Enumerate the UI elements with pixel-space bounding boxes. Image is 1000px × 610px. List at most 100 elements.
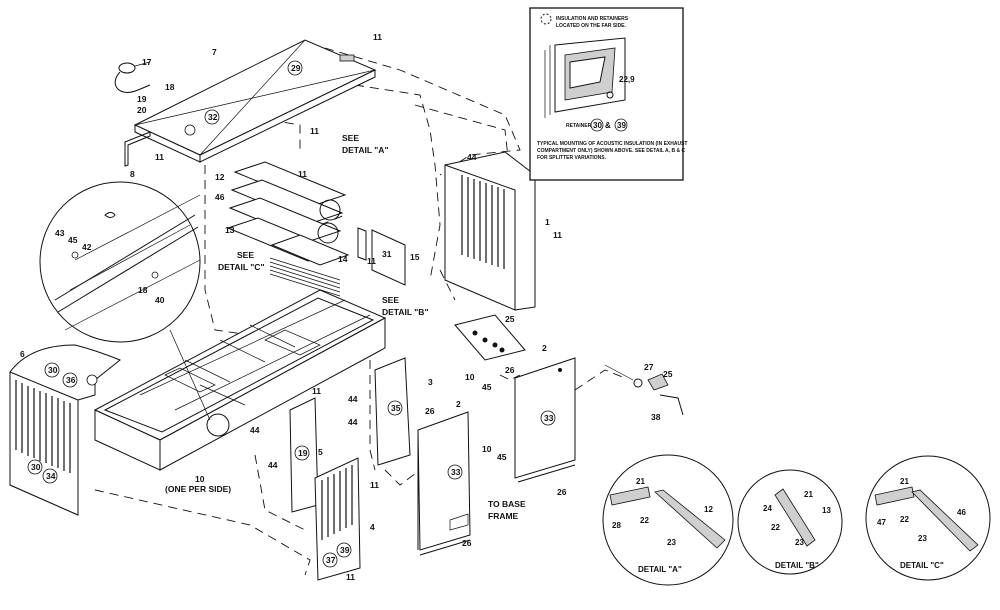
callout-label: 19 (137, 94, 147, 104)
callout-label: 12 (215, 172, 225, 182)
housing-part-6: 30 36 30 34 (9, 344, 121, 516)
callout-label: 11 (155, 152, 164, 162)
callout-label: 22 (640, 516, 649, 525)
callout-label: 47 (877, 518, 886, 527)
callout-label: DETAIL "A" (638, 565, 682, 574)
top-cover-assembly: 29 32 (133, 39, 377, 163)
callout-label: 11 (298, 169, 307, 179)
callout-label: 34 (46, 471, 56, 481)
callout-label: 23 (667, 538, 676, 547)
callout-label: 17 (142, 57, 152, 67)
callout-bubble-32 (204, 109, 220, 125)
callout-label: 10 (482, 444, 492, 454)
callout-label: SEE (382, 295, 399, 305)
callout-label: 31 (382, 249, 392, 259)
callout-label: 11 (346, 572, 355, 582)
callout-label: 26 (557, 487, 567, 497)
callout-label: 46 (957, 508, 966, 517)
insulation-note-box: INSULATION AND RETAINERS LOCATED ON THE … (529, 7, 687, 181)
callout-label: COMPARTMENT ONLY) SHOWN ABOVE. SEE DETAI… (537, 148, 685, 154)
callout-label: 25 (663, 369, 673, 379)
callout-label: 20 (137, 105, 147, 115)
callout-label: 32 (208, 112, 218, 122)
callout-label: 11 (373, 32, 382, 42)
callout-numbers: 11 7 17 18 19 20 11 11 8 12 46 13 11 14 … (20, 32, 673, 582)
callout-label: 33 (544, 413, 554, 423)
callout-label: (ONE PER SIDE) (165, 484, 231, 494)
detail-b-circle: 21 24 22 13 23 DETAIL "B" (737, 469, 843, 575)
wire-harness (114, 61, 151, 93)
door-part-2-left: 33 (417, 411, 471, 556)
detail-c-circle: 21 47 22 46 23 DETAIL "C" (865, 455, 991, 581)
callout-label: 38 (651, 412, 661, 422)
callout-label: 21 (900, 477, 909, 486)
callout-label: 10 (465, 372, 475, 382)
callout-label: 11 (310, 126, 319, 136)
callout-label: 10 (195, 474, 205, 484)
callout-label: 40 (155, 295, 165, 305)
callout-label: 26 (425, 406, 435, 416)
callout-label: DETAIL "B" (382, 307, 428, 317)
callout-label: 21 (804, 490, 813, 499)
magnified-detail-circle (39, 181, 211, 421)
callout-label: INSULATION AND RETAINERS (556, 16, 629, 22)
splitter-panels (226, 161, 350, 297)
callout-label: 1 (545, 217, 550, 227)
callout-label: 22 (771, 523, 780, 532)
callout-label: 44 (250, 425, 260, 435)
callout-label: 18 (138, 285, 148, 295)
callout-label: DETAIL "B" (775, 561, 819, 570)
callout-label: 45 (68, 235, 78, 245)
callout-label: 15 (410, 252, 420, 262)
callout-label: 39 (617, 121, 626, 130)
callout-label: 22,9 (619, 75, 635, 84)
callout-label: 23 (918, 534, 927, 543)
callout-label: 22 (900, 515, 909, 524)
callout-bubble-29 (287, 60, 303, 76)
callout-label: & (605, 121, 611, 130)
callout-label: 23 (795, 538, 804, 547)
callout-label: 35 (391, 403, 401, 413)
callout-label: 28 (612, 521, 621, 530)
callout-label: 30 (31, 462, 41, 472)
callout-label: 44 (348, 394, 358, 404)
callout-label: 19 (298, 448, 308, 458)
callout-label: 36 (66, 375, 76, 385)
callout-label: 2 (542, 343, 547, 353)
callout-label: 26 (505, 365, 515, 375)
callout-label: FOR SPLITTER VARIATIONS. (537, 155, 607, 161)
callout-label: 42 (82, 242, 92, 252)
side-panel-part-1 (444, 151, 536, 311)
louvered-panel-part-4: 39 37 (314, 457, 361, 581)
bracket-part-15 (357, 227, 406, 286)
callout-label: 11 (312, 386, 321, 396)
detail-a-circle: 21 28 22 12 23 DETAIL "A" (602, 454, 734, 586)
callout-label: 11 (370, 480, 379, 490)
callout-label: SEE (237, 250, 254, 260)
callout-label: 30 (48, 365, 58, 375)
callout-label: 45 (482, 382, 492, 392)
callout-label: 11 (553, 230, 562, 240)
callout-label: 24 (763, 504, 772, 513)
callout-label: 11 (367, 256, 376, 266)
plate-part-25 (454, 314, 526, 361)
callout-label: 26 (462, 538, 472, 548)
callout-label: 13 (822, 506, 831, 515)
callout-label: 7 (212, 47, 217, 57)
callout-label: 29 (291, 63, 301, 73)
callout-label: 27 (644, 362, 654, 372)
callout-label: 12 (704, 505, 713, 514)
callout-label: 43 (55, 228, 65, 238)
callout-label: 30 (593, 121, 602, 130)
callout-label: 44 (467, 152, 477, 162)
callout-label: 4 (370, 522, 375, 532)
base-frame (93, 289, 387, 471)
callout-label: 45 (497, 452, 507, 462)
callout-label: 2 (456, 399, 461, 409)
callout-label: TYPICAL MOUNTING OF ACOUSTIC INSULATION … (537, 141, 687, 147)
callout-label: FRAME (488, 511, 519, 521)
callout-label: 18 (165, 82, 175, 92)
callout-label: 14 (338, 254, 348, 264)
callout-label: 25 (505, 314, 515, 324)
